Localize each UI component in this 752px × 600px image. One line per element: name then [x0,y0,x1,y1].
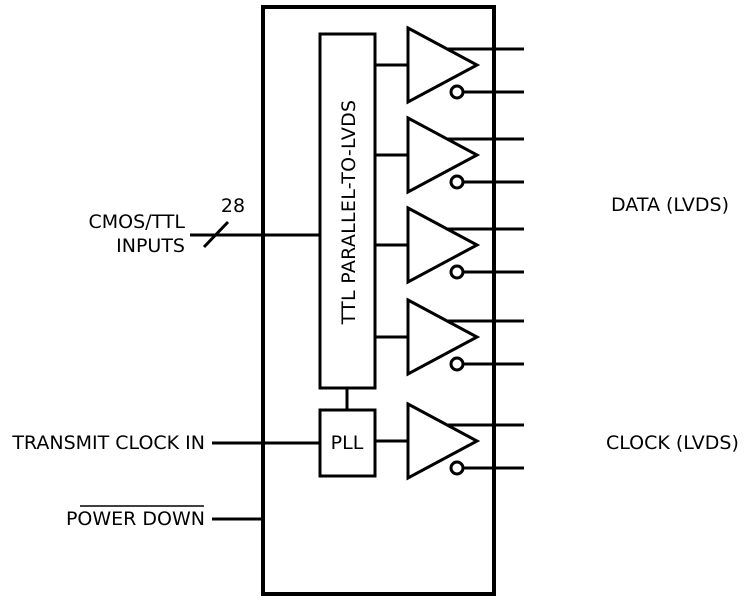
inversion-bubble [449,84,465,100]
data-driver-4 [375,297,524,377]
transmit-clock-label: TRANSMIT CLOCK IN [11,432,205,454]
pll-label: PLL [331,432,364,454]
data-driver-1 [375,25,524,105]
buffer-triangle [406,297,481,377]
cmos-ttl-label: CMOS/TTL [88,211,185,233]
power-down-label: POWER DOWN [66,508,205,530]
chip-outline [261,5,496,596]
inversion-bubble [449,174,465,190]
inversion-bubble [449,264,465,280]
bus-slash [202,220,230,249]
buffer-triangle [406,205,481,285]
clock-driver [375,401,524,481]
data-driver-3 [375,205,524,285]
converter-block [318,32,377,390]
bus-width-label: 28 [221,195,245,217]
data-lvds-label: DATA (LVDS) [611,194,729,216]
inversion-bubble [449,356,465,372]
buffer-triangle [406,25,481,105]
data-driver-2 [375,115,524,195]
buffer-triangle [406,115,481,195]
inversion-bubble [449,460,465,476]
clock-lvds-label: CLOCK (LVDS) [606,432,739,454]
buffer-triangle [406,401,481,481]
lvds-driver-group [375,25,524,481]
inputs-label: INPUTS [116,235,185,257]
converter-label: TTL PARALLEL-TO-LVDS [338,100,360,326]
